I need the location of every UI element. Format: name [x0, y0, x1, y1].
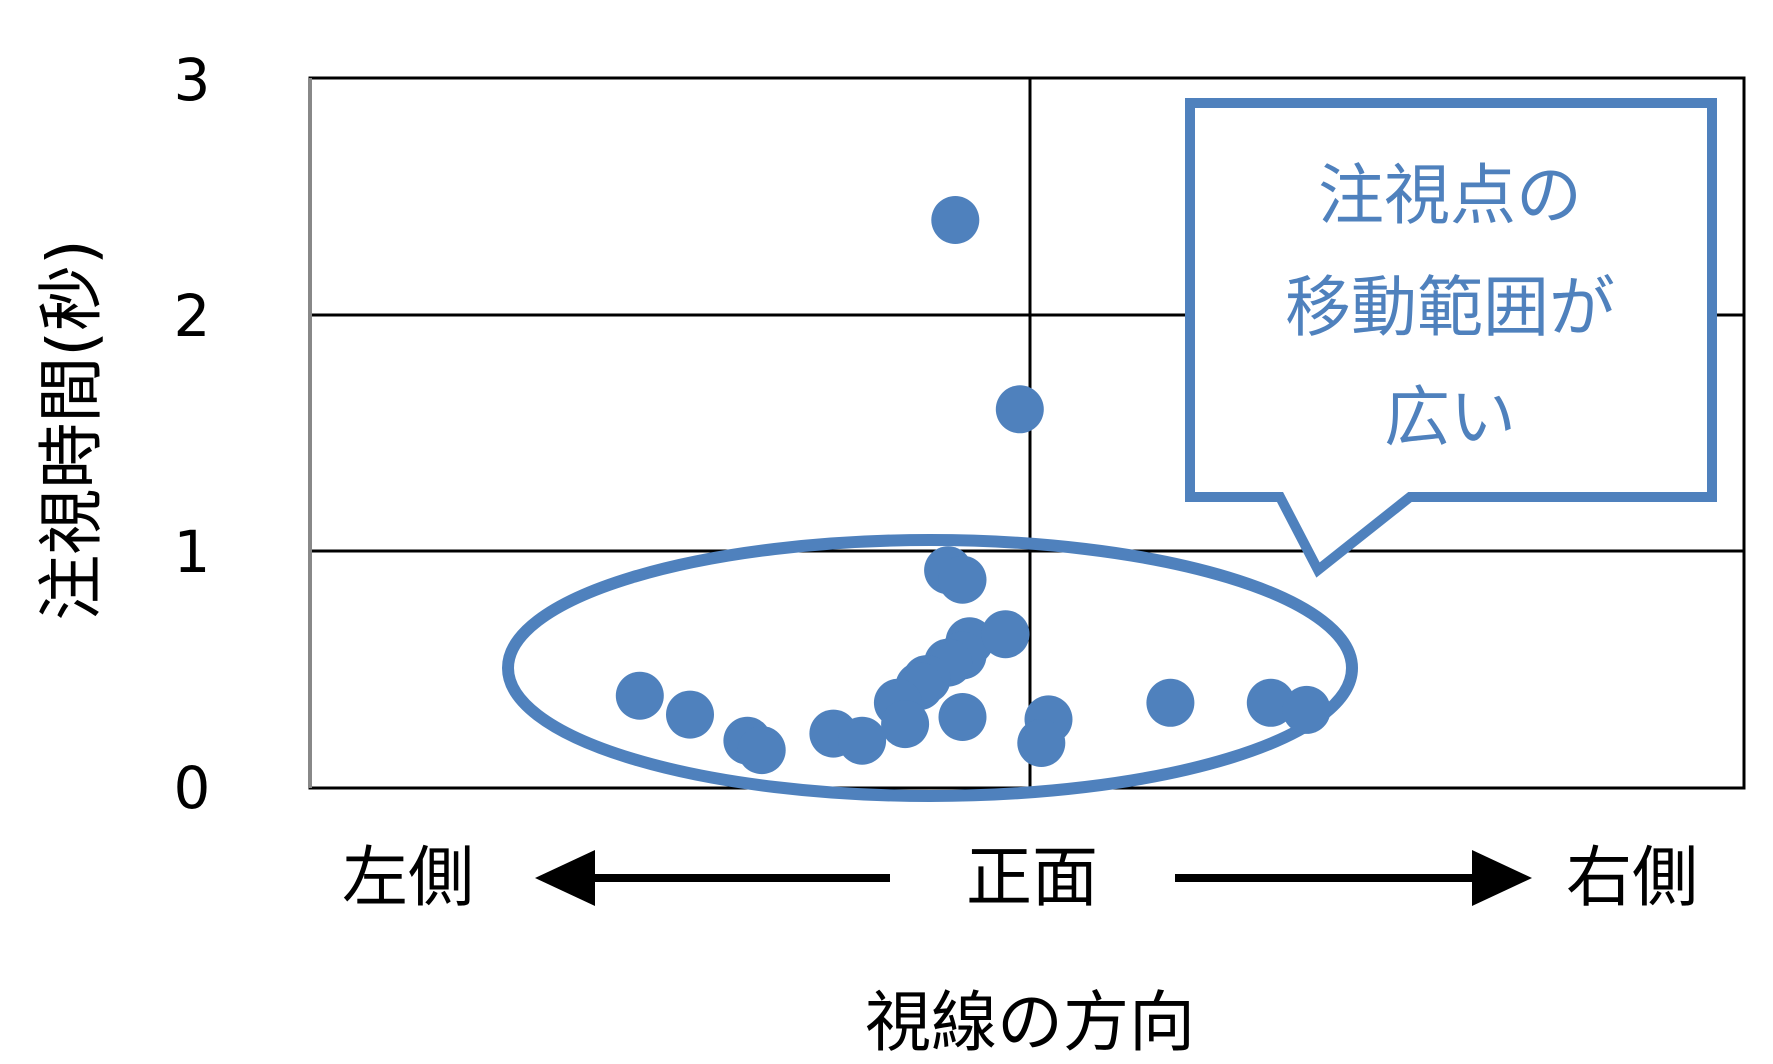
data-point-14	[838, 716, 887, 765]
arrow-left	[535, 850, 890, 906]
x-direction-right: 右側	[1566, 839, 1698, 916]
data-point-11	[881, 700, 930, 749]
data-point-22	[1246, 678, 1295, 727]
y-tick-label-0: 0	[174, 754, 211, 822]
data-point-20	[1017, 719, 1066, 767]
data-point-5	[981, 610, 1030, 659]
y-tick-label-2: 2	[174, 282, 211, 350]
data-point-1	[995, 385, 1044, 434]
y-axis-label: 注視時間(秒)	[33, 239, 110, 621]
data-point-3	[938, 555, 987, 604]
annotation-line-3: 広い	[1384, 379, 1516, 456]
data-point-18	[737, 726, 786, 775]
data-points	[615, 196, 1331, 775]
data-point-21	[1146, 678, 1195, 727]
data-point-15	[615, 671, 664, 720]
data-point-16	[666, 690, 714, 739]
x-axis-label: 視線の方向	[865, 984, 1195, 1061]
data-point-23	[1282, 685, 1331, 734]
x-direction-center: 正面	[966, 839, 1098, 916]
cluster-ellipse	[502, 534, 1358, 802]
x-direction-left: 左側	[342, 839, 474, 916]
annotation-line-2: 移動範囲が	[1285, 269, 1615, 346]
data-point-12	[938, 693, 987, 741]
arrow-right	[1175, 850, 1532, 906]
annotation-line-1: 注視点の	[1318, 157, 1582, 234]
annotation-callout	[1185, 98, 1717, 578]
y-tick-label-1: 1	[174, 518, 211, 586]
y-tick-label-3: 3	[174, 46, 211, 114]
data-point-0	[931, 196, 980, 244]
